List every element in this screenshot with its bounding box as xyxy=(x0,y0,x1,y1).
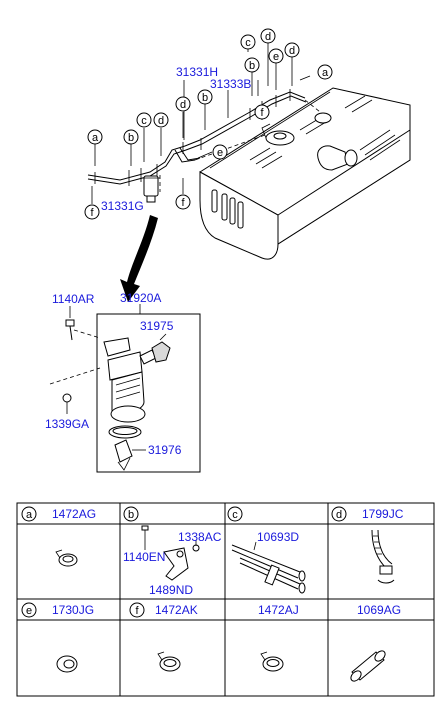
svg-text:c: c xyxy=(245,37,251,49)
label-1338AC: 1338AC xyxy=(178,530,222,544)
svg-text:a: a xyxy=(92,132,99,144)
svg-text:b: b xyxy=(128,509,134,521)
svg-text:1069AG: 1069AG xyxy=(357,603,401,617)
svg-text:d: d xyxy=(289,45,295,57)
bracket-assembly-drawing: 1338AC 1140EN 1489ND xyxy=(123,525,222,597)
label-1339GA: 1339GA xyxy=(45,417,89,431)
svg-text:c: c xyxy=(141,115,147,127)
cell-header-a: a 1472AG xyxy=(21,506,96,522)
callout-f: f xyxy=(254,104,270,120)
svg-text:d: d xyxy=(336,509,342,521)
cell-header-e: e 1730JG xyxy=(21,602,94,618)
grommet-1730JG-drawing xyxy=(56,655,78,673)
svg-text:f: f xyxy=(181,197,185,209)
svg-text:b: b xyxy=(249,60,255,72)
callout-d: d xyxy=(175,96,191,112)
cell-header-f: f 1472AK xyxy=(129,602,198,618)
svg-text:e: e xyxy=(273,51,279,63)
cell-header-d: d 1799JC xyxy=(331,506,404,522)
label-31331H: 31331H xyxy=(176,65,218,79)
callout-d: d xyxy=(284,42,300,58)
fuel-lines xyxy=(87,89,321,192)
line-filter xyxy=(142,175,160,203)
svg-text:f: f xyxy=(135,605,139,617)
parts-table: a 1472AG b c d 1799JC e 1730JG f 1472AK 1472… xyxy=(16,502,435,697)
detail-arrow xyxy=(120,215,158,302)
cell-header-1069AG: 1069AG xyxy=(357,603,401,617)
tube-1069AG-drawing xyxy=(350,650,386,682)
fuel-tank xyxy=(199,87,411,260)
clamp-1472AJ-drawing xyxy=(260,651,284,672)
cell-header-c: c xyxy=(227,506,243,522)
svg-text:b: b xyxy=(128,132,134,144)
callout-b: b xyxy=(244,57,260,73)
svg-text:1472AG: 1472AG xyxy=(52,507,96,521)
cell-header-b: b xyxy=(123,506,139,522)
callout-b: b xyxy=(123,129,139,145)
leader-lines xyxy=(91,38,311,204)
label-31333B: 31333B xyxy=(210,77,251,91)
callouts: a b c d f d b e f c d b e d a f xyxy=(84,28,333,220)
label-1140EN: 1140EN xyxy=(123,550,165,564)
cell-header-1472AJ: 1472AJ xyxy=(258,603,299,617)
svg-text:d: d xyxy=(180,99,186,111)
svg-text:d: d xyxy=(158,115,164,127)
svg-text:f: f xyxy=(90,207,94,219)
svg-text:d: d xyxy=(265,31,271,43)
strap-1799JC-drawing xyxy=(371,529,395,584)
svg-text:b: b xyxy=(202,92,208,104)
svg-text:1472AJ: 1472AJ xyxy=(258,603,299,617)
label-10693D: 10693D xyxy=(257,530,299,544)
svg-text:c: c xyxy=(232,509,238,521)
callout-f: f xyxy=(175,194,191,210)
label-31920A: 31920A xyxy=(120,291,161,305)
callout-b: b xyxy=(197,89,213,105)
callout-c: c xyxy=(136,112,152,128)
callout-a: a xyxy=(317,64,333,80)
svg-text:e: e xyxy=(26,605,32,617)
svg-text:1799JC: 1799JC xyxy=(362,507,404,521)
svg-text:1730JG: 1730JG xyxy=(52,603,94,617)
callout-c: c xyxy=(240,34,256,50)
callout-a: a xyxy=(87,129,103,145)
clamp-1472AG-drawing xyxy=(55,549,78,567)
callout-d: d xyxy=(260,28,276,44)
hose-10693D-drawing: 10693D xyxy=(231,530,306,594)
svg-text:f: f xyxy=(260,107,264,119)
callout-f: f xyxy=(84,204,100,220)
label-31976: 31976 xyxy=(148,443,182,457)
callout-e: e xyxy=(212,144,228,160)
fuel-pump-detail: 1140AR 31975 31976 1339GA xyxy=(45,292,201,473)
svg-text:a: a xyxy=(322,67,329,79)
clamp-1472AK-drawing xyxy=(157,651,181,672)
callout-e: e xyxy=(268,48,284,64)
callout-d: d xyxy=(153,112,169,128)
svg-text:1472AK: 1472AK xyxy=(155,603,198,617)
label-31975: 31975 xyxy=(140,319,174,333)
label-1489ND: 1489ND xyxy=(149,583,193,597)
svg-text:e: e xyxy=(217,147,223,159)
svg-text:a: a xyxy=(26,509,33,521)
label-1140AR: 1140AR xyxy=(52,292,95,306)
label-31331G: 31331G xyxy=(101,199,144,213)
